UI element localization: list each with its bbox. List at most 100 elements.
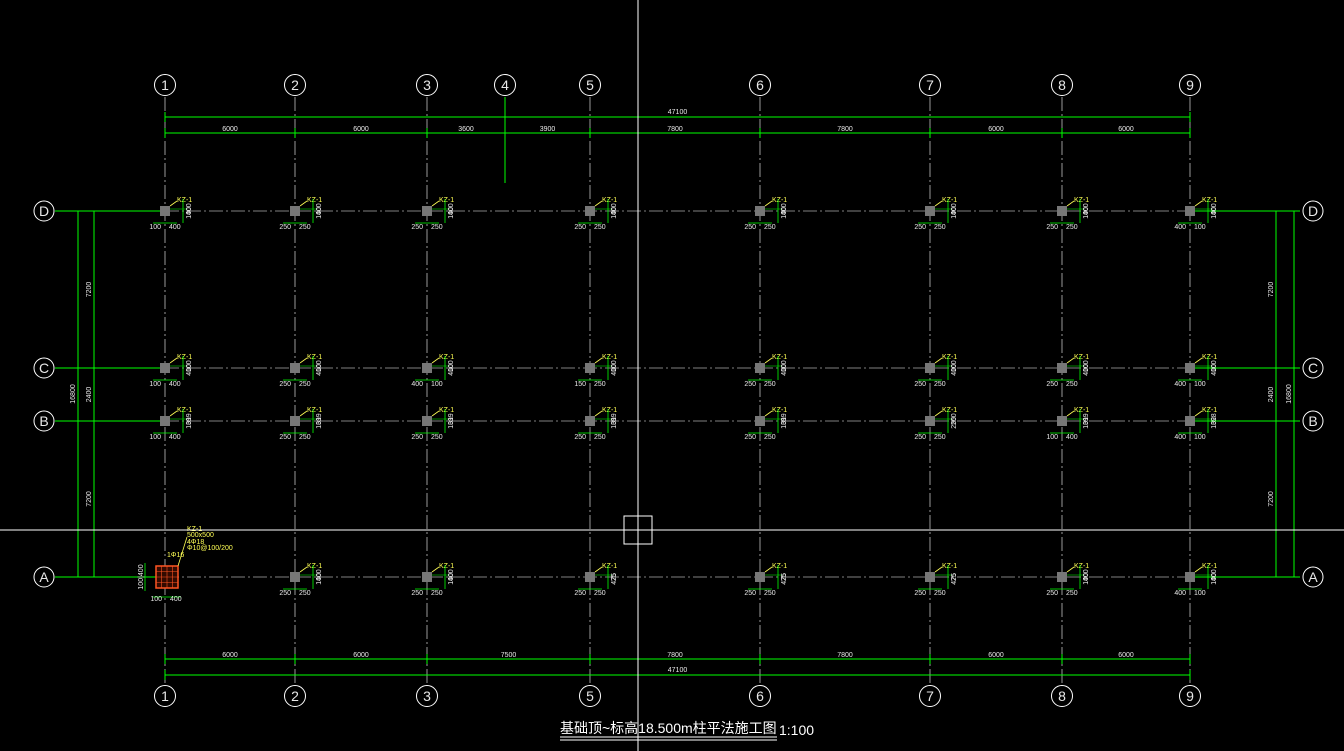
column-label: KZ-1 — [1202, 197, 1217, 204]
detail-dim-left: 100 — [150, 596, 162, 603]
detail-stirrup: Φ10@100/200 — [187, 545, 233, 552]
column-offset-right: 100 — [1194, 434, 1206, 441]
column-offset-right: 400 — [1066, 434, 1078, 441]
column-block — [585, 206, 595, 216]
column-offset-bottom: 100 — [448, 360, 455, 372]
column-offset-right: 250 — [299, 381, 311, 388]
left-segment-dimension-text-1: 2400 — [86, 387, 93, 403]
column-label-leader — [1066, 410, 1075, 417]
column-block — [755, 416, 765, 426]
axis-bubble-top-9 — [1179, 74, 1201, 96]
bottom-segment-dimension-text-4: 7800 — [837, 652, 853, 659]
column-label: KZ-1 — [1202, 354, 1217, 361]
column-offset-right: 250 — [764, 590, 776, 597]
right-segment-dimension-text-2: 7200 — [1268, 491, 1275, 507]
column-block — [290, 363, 300, 373]
column-offset-top: 400 — [1211, 364, 1218, 376]
column-block — [585, 572, 595, 582]
column-label: KZ-1 — [942, 563, 957, 570]
column-label-leader — [934, 410, 943, 417]
column-offset-right: 100 — [431, 381, 443, 388]
column-offset-left: 250 — [574, 224, 586, 231]
axis-label-top-9: 9 — [1186, 77, 1194, 93]
column-offset-left: 250 — [1046, 381, 1058, 388]
column-block — [1185, 206, 1195, 216]
column-offset-right: 250 — [594, 434, 606, 441]
column-offset-top: 101 — [1083, 417, 1090, 429]
column-offset-left: 250 — [411, 590, 423, 597]
column-block — [1057, 572, 1067, 582]
column-offset-top: 100 — [1211, 207, 1218, 219]
column-offset-right: 250 — [431, 224, 443, 231]
column-block — [1057, 363, 1067, 373]
column-detail-callout[interactable]: KZ-1500x5004Φ18Φ10@100/2001Φ16100400100|… — [138, 526, 233, 603]
column-block — [1185, 363, 1195, 373]
column-offset-left: 100 — [149, 224, 161, 231]
column-label: KZ-1 — [942, 407, 957, 414]
detail-side-bar: 1Φ16 — [167, 552, 184, 559]
column-offset-top: 250 — [951, 417, 958, 429]
axis-bubble-left-D — [33, 200, 55, 222]
column-label-leader — [764, 410, 773, 417]
bottom-segment-dimension-text-1: 6000 — [353, 652, 369, 659]
left-segment-dimension-text-2: 7200 — [86, 491, 93, 507]
column-label-leader — [1066, 200, 1075, 207]
column-label: KZ-1 — [772, 563, 787, 570]
axis-label-top-1: 1 — [161, 77, 169, 93]
column-label: KZ-1 — [772, 197, 787, 204]
left-overall-dimension: 16800 — [70, 384, 77, 404]
column-offset-top: 400 — [186, 364, 193, 376]
column-label-leader — [299, 357, 308, 364]
column-offset-right: 250 — [934, 381, 946, 388]
column-block — [925, 206, 935, 216]
column-label: KZ-1 — [439, 563, 454, 570]
column-block — [925, 416, 935, 426]
axis-bubble-left-A — [33, 566, 55, 588]
top-segment-dimension-text-2: 3600 — [458, 126, 474, 133]
drawing-title: 基础顶~标高18.500m柱平法施工图 — [560, 720, 777, 736]
column-label: KZ-1 — [1202, 407, 1217, 414]
column-block — [1185, 416, 1195, 426]
column-block — [755, 206, 765, 216]
top-segment-dimension-text-5: 7800 — [837, 126, 853, 133]
top-overall-dimension: 47100 — [668, 109, 688, 116]
right-segment-dimension-text-0: 7200 — [1268, 282, 1275, 298]
column-offset-right: 400 — [169, 381, 181, 388]
column-offset-left: 250 — [574, 590, 586, 597]
column-offset-left: 400 — [411, 381, 423, 388]
column-label-leader — [594, 200, 603, 207]
column-label: KZ-1 — [177, 407, 192, 414]
bottom-segment-dimension-text-3: 7800 — [667, 652, 683, 659]
axis-label-right-B: B — [1308, 413, 1317, 429]
column-offset-top: 100 — [1083, 573, 1090, 585]
axis-label-top-7: 7 — [926, 77, 934, 93]
axis-label-top-2: 2 — [291, 77, 299, 93]
axis-bubble-right-B — [1302, 410, 1324, 432]
column-offset-right: 250 — [594, 381, 606, 388]
axis-bubble-bottom-5 — [579, 685, 601, 707]
detail-size: 500x500 — [187, 532, 214, 539]
column-offset-bottom: 400 — [781, 203, 788, 215]
column-offset-bottom: 25 — [781, 573, 788, 581]
column-offset-bottom: 399 — [1083, 413, 1090, 425]
bottom-segment-dimension-text-2: 7500 — [501, 652, 517, 659]
axis-label-bottom-1: 1 — [161, 688, 169, 704]
column-block — [160, 416, 170, 426]
column-block — [160, 206, 170, 216]
column-label: KZ-1 — [307, 407, 322, 414]
column-offset-top: 100 — [448, 573, 455, 585]
column-offset-bottom: 250 — [951, 413, 958, 425]
